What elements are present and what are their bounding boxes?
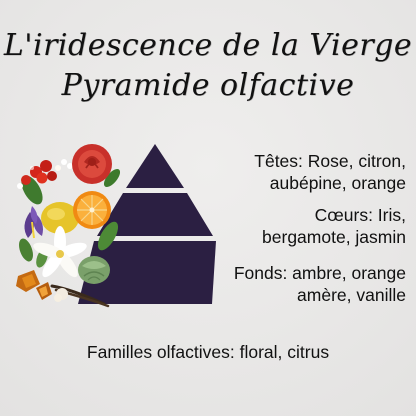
bergamot-icon — [78, 256, 110, 284]
pyramid-title: Pyramide olfactive — [61, 68, 355, 103]
jasmine-icon — [33, 226, 87, 278]
base-notes: Fonds: ambre, orange amère, vanille — [234, 262, 406, 306]
top-notes: Têtes: Rose, citron, aubépine, orange — [254, 150, 406, 194]
pyramid-top-tier — [126, 144, 184, 188]
vanilla-icon — [50, 284, 110, 308]
top-notes-line-2: aubépine, orange — [269, 173, 406, 193]
heart-notes-line-1: Cœurs: Iris, — [314, 205, 406, 225]
heart-notes-line-2: bergamote, jasmin — [262, 227, 406, 247]
top-notes-line-1: Têtes: Rose, citron, — [254, 151, 406, 171]
lemon-icon — [41, 202, 79, 234]
iris-icon — [24, 206, 43, 239]
rose-icon — [72, 144, 112, 184]
base-notes-line-2: amère, vanille — [297, 285, 406, 305]
amber-icon — [16, 270, 52, 300]
orange-slice-icon — [73, 191, 111, 229]
pyramid-bottom-tier — [78, 241, 216, 304]
base-notes-line-1: Fonds: ambre, orange — [233, 263, 406, 283]
product-title: L'iridescence de la Vierge — [3, 28, 413, 63]
hawthorn-icon — [21, 160, 57, 185]
title-block: L'iridescence de la Vierge Pyramide olfa… — [0, 26, 416, 106]
heart-notes: Cœurs: Iris, bergamote, jasmin — [262, 204, 406, 248]
olfactory-families: Familles olfactives: floral, citrus — [86, 342, 330, 362]
pyramid-middle-tier — [97, 193, 213, 236]
small-white-flowers-icon — [17, 159, 73, 189]
pyramid-diagram — [78, 144, 216, 304]
olfactory-pyramid-illustration — [16, 144, 216, 308]
